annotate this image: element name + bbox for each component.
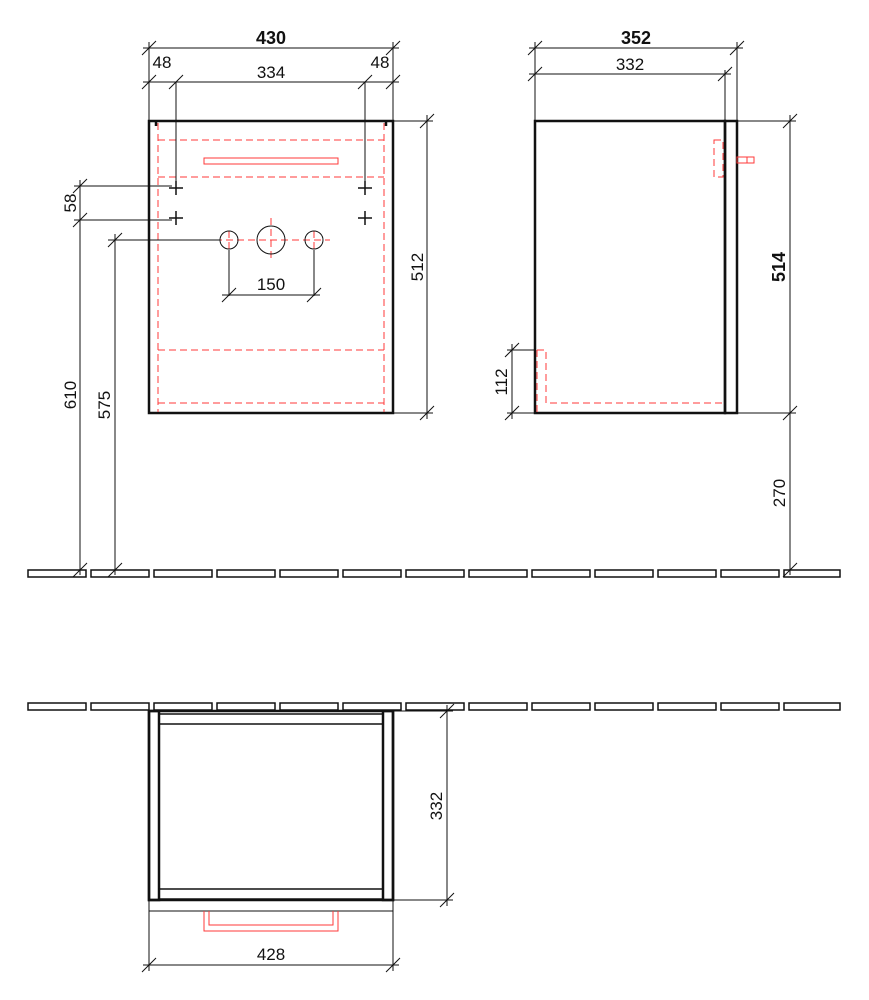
floor-segment [342, 569, 402, 578]
handle-hidden [203, 157, 339, 165]
floor-segment [468, 702, 528, 711]
floor-segment [279, 569, 339, 578]
dim-height-to-pipes: 575 [95, 391, 114, 419]
floor-line-upper [27, 569, 841, 578]
floor-segment [783, 569, 841, 578]
knob [736, 156, 755, 164]
door-front [148, 899, 394, 912]
dim-top-width: 428 [257, 945, 285, 964]
floor-segment [657, 569, 717, 578]
dim-overall-depth: 352 [621, 28, 651, 48]
dim-top-depth: 332 [427, 792, 446, 820]
dim-side-offset-left: 48 [153, 53, 172, 72]
dim-pipe-spacing: 150 [257, 275, 285, 294]
floor-segment [720, 569, 780, 578]
floor-segment [216, 569, 276, 578]
dim-body-depth: 332 [616, 55, 644, 74]
floor-segment [216, 702, 276, 711]
floor-segment [90, 702, 150, 711]
floor-segment [657, 702, 717, 711]
floor-line-lower [27, 702, 841, 711]
floor-segment [720, 702, 780, 711]
dim-floor-clearance: 270 [770, 479, 789, 507]
dim-hole-spacing: 334 [257, 63, 285, 82]
top-view: 332 428 [141, 703, 455, 973]
floor-segment [594, 702, 654, 711]
floor-segment [342, 702, 402, 711]
floor-segment [90, 569, 150, 578]
floor-segment [405, 569, 465, 578]
dim-overall-width: 430 [256, 28, 286, 48]
floor-segment [27, 702, 87, 711]
dim-body-height: 512 [408, 253, 427, 281]
floor-segment [468, 569, 528, 578]
floor-segment [783, 702, 841, 711]
door-panel [723, 119, 739, 415]
floor-segment [531, 702, 591, 711]
side-view: 352 332 514 270 112 [492, 28, 798, 578]
floor-segment [279, 702, 339, 711]
floor-segment [27, 569, 87, 578]
handle-top [203, 911, 339, 932]
dim-height-to-mount: 610 [61, 381, 80, 409]
hidden-lines [157, 123, 385, 412]
dim-overall-height: 514 [769, 252, 789, 282]
floor-segment [405, 702, 465, 711]
dim-mount-spacing: 58 [61, 194, 80, 213]
floor-segment [594, 569, 654, 578]
floor-segment [153, 702, 213, 711]
floor-segment [153, 569, 213, 578]
pipe-holes [215, 218, 330, 262]
dim-plinth-cutout: 112 [492, 368, 511, 395]
floor-segment [531, 569, 591, 578]
dim-side-offset-right: 48 [371, 53, 390, 72]
front-view: 430 48 334 48 58 610 575 150 512 [61, 28, 435, 578]
mounting-holes [169, 181, 372, 225]
